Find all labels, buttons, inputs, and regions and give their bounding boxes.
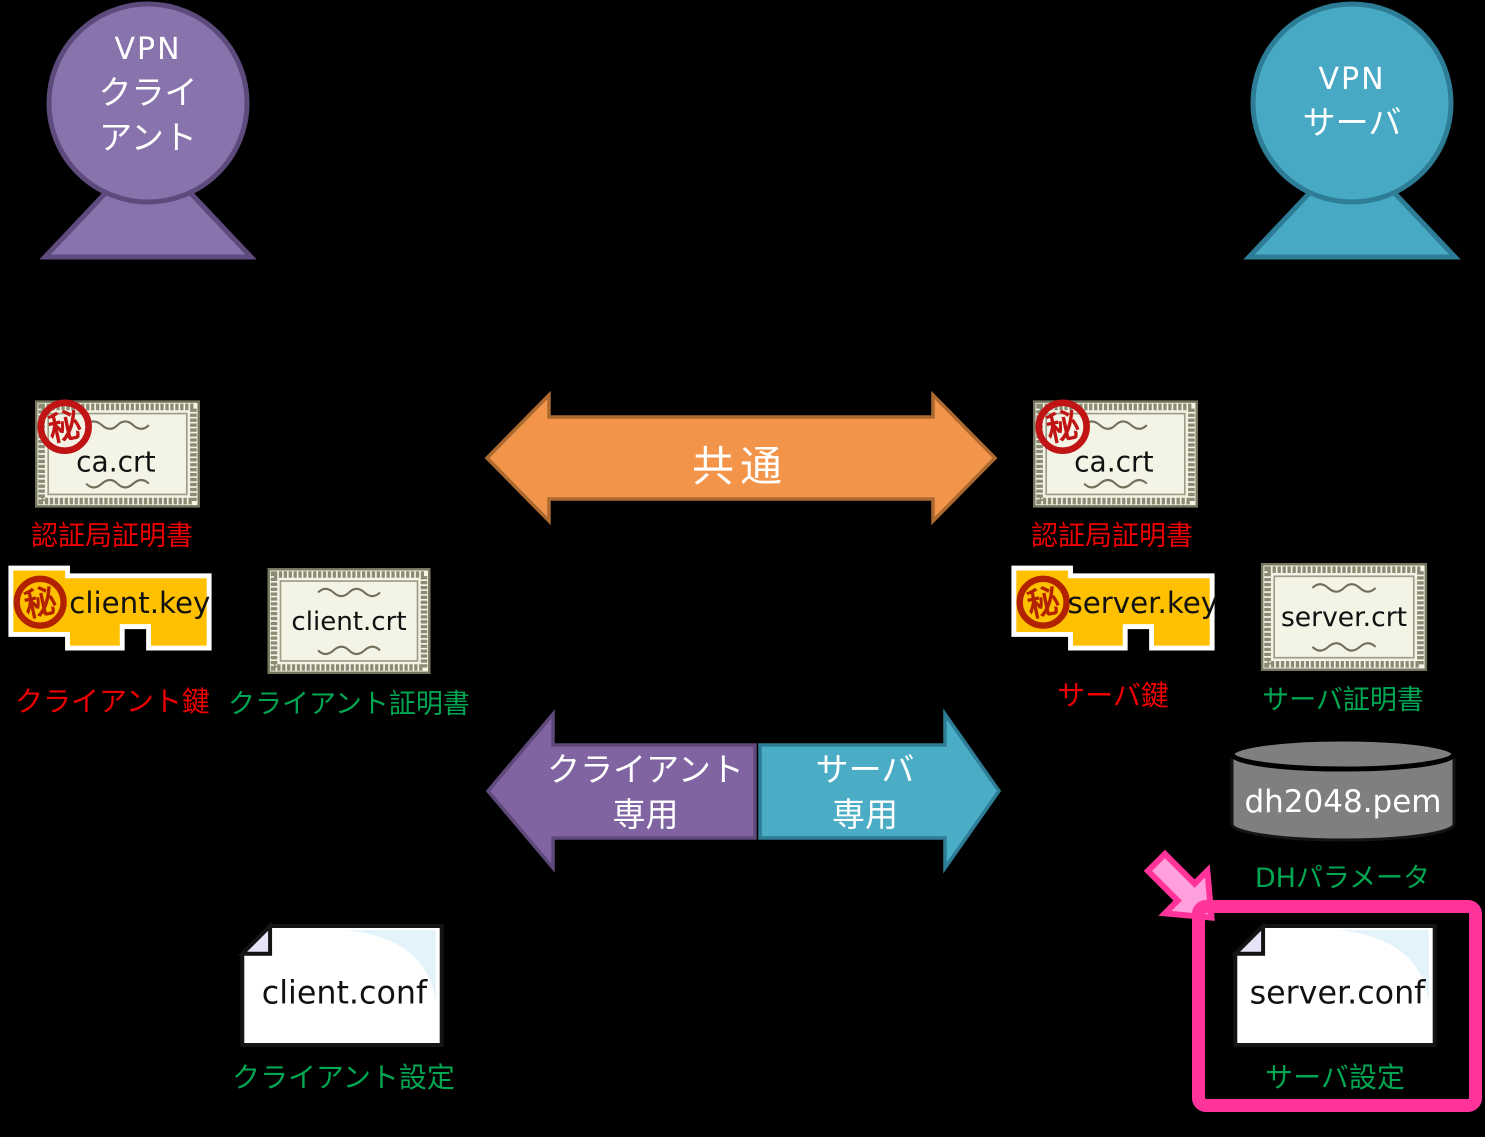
server-only-arrow: [758, 708, 1002, 874]
document-shading: [1337, 929, 1429, 1002]
vpn-server-title: VPN: [1318, 62, 1386, 97]
client-certificate-label: クライアント証明書: [228, 689, 470, 720]
certificate-paper: [1033, 400, 1198, 508]
ca-certificate-server-label: 認証局証明書: [1031, 521, 1193, 552]
certificate-ornate-border: [270, 571, 428, 671]
vpn-server-head-shape: [1250, 1, 1454, 205]
server-certificate-filename: server.crt: [1281, 602, 1407, 633]
ca-certificate-server-icon: 秘 ca.crt: [1033, 399, 1198, 508]
client-only-arrow: [485, 709, 757, 873]
secret-stamp-char: 秘: [1043, 404, 1083, 449]
certificate-inner-frame: [1273, 575, 1415, 659]
highlight-box: [1192, 900, 1482, 1112]
client-key-label: クライアント鍵: [15, 685, 210, 718]
client-key-filename: client.key: [69, 586, 210, 620]
ca-certificate-client-icon: 秘 ca.crt: [35, 399, 200, 508]
dh-param-filename: dh2048.pem: [1244, 784, 1441, 820]
certificate-inner-frame: [47, 412, 188, 496]
cylinder-top: [1229, 736, 1457, 772]
common-arrow-shape: [484, 390, 998, 526]
secret-stamp-icon: [37, 399, 92, 454]
vpn-client-name: クライ アント: [98, 73, 198, 157]
server-conf-label: サーバ設定: [1265, 1061, 1405, 1094]
vpn-server-figure: [1243, 1, 1461, 260]
certificate-flourish-bottom: [85, 478, 150, 489]
client-key-icon: 秘 client.key: [8, 565, 212, 651]
certificate-flourish-top: [85, 420, 150, 430]
certificate-flourish-bottom: [1311, 642, 1377, 652]
server-certificate-icon: server.crt: [1260, 563, 1428, 671]
certificate-inner-frame: [279, 580, 419, 662]
certificate-inner-frame: [1045, 412, 1186, 496]
certificate-flourish-top: [1083, 420, 1148, 430]
secret-stamp-icon: [1035, 399, 1090, 454]
secret-stamp-icon: [1016, 575, 1070, 629]
vpn-client-figure: [39, 1, 257, 260]
certificate-flourish-top: [317, 587, 381, 598]
client-conf-filename: client.conf: [262, 975, 428, 1011]
cylinder-body: [1230, 752, 1456, 842]
server-key-filename: server.key: [1067, 586, 1218, 620]
secret-stamp-icon: [13, 575, 67, 629]
ca-certificate-client-label: 認証局証明書: [31, 521, 193, 552]
server-conf-document-icon: server.conf: [1230, 921, 1437, 1047]
document-shading: [344, 929, 436, 1002]
certificate-flourish-bottom: [1083, 478, 1148, 489]
certificate-ornate-border: [38, 403, 197, 505]
dh-param-label: DHパラメータ: [1254, 863, 1431, 894]
document-fold-corner: [237, 921, 273, 956]
highlight-arrow-shape: [1143, 849, 1215, 921]
ca-certificate-server-filename: ca.crt: [1074, 445, 1153, 478]
dh-param-cylinder-icon: dh2048.pem: [1229, 736, 1457, 842]
certificate-paper: [1260, 563, 1428, 671]
server-only-arrow-shape: [758, 708, 1002, 874]
certificate-ornate-border: [1036, 403, 1195, 505]
server-key-icon: 秘 server.key: [1011, 565, 1218, 651]
common-arrow-label: 共通: [691, 442, 788, 491]
secret-stamp-char: 秘: [21, 581, 60, 625]
server-certificate-label: サーバ証明書: [1262, 685, 1424, 716]
certificate-paper: [35, 400, 200, 508]
client-only-arrow-label: クライアント 専用: [547, 750, 744, 834]
server-conf-filename: server.conf: [1250, 975, 1427, 1011]
certificate-ornate-border: [1264, 566, 1424, 668]
certificate-paper: [267, 568, 431, 674]
client-conf-label: クライアント設定: [232, 1061, 455, 1094]
client-certificate-icon: client.crt: [267, 568, 431, 674]
vpn-client-label: VPN クライ アント: [33, 32, 263, 160]
common-arrow: [484, 390, 998, 526]
server-only-arrow-label: サーバ 専用: [815, 750, 915, 834]
highlight-arrow-icon: [1143, 849, 1215, 921]
vpn-client-head-shape: [46, 1, 250, 205]
client-conf-document-icon: client.conf: [237, 921, 444, 1047]
secret-stamp-char: 秘: [1024, 581, 1063, 625]
certificate-flourish-top: [1311, 583, 1377, 593]
vpn-server-label: VPN サーバ: [1237, 62, 1467, 146]
server-key-label: サーバ鍵: [1057, 679, 1169, 712]
vpn-server-name: サーバ: [1302, 103, 1402, 142]
secret-stamp-char: 秘: [45, 404, 85, 449]
client-only-arrow-shape: [485, 709, 757, 873]
certificate-flourish-bottom: [317, 645, 381, 656]
vpn-client-title: VPN: [114, 32, 182, 67]
ca-certificate-client-filename: ca.crt: [76, 445, 155, 478]
document-fold-corner: [1230, 921, 1266, 956]
client-certificate-filename: client.crt: [291, 607, 406, 637]
